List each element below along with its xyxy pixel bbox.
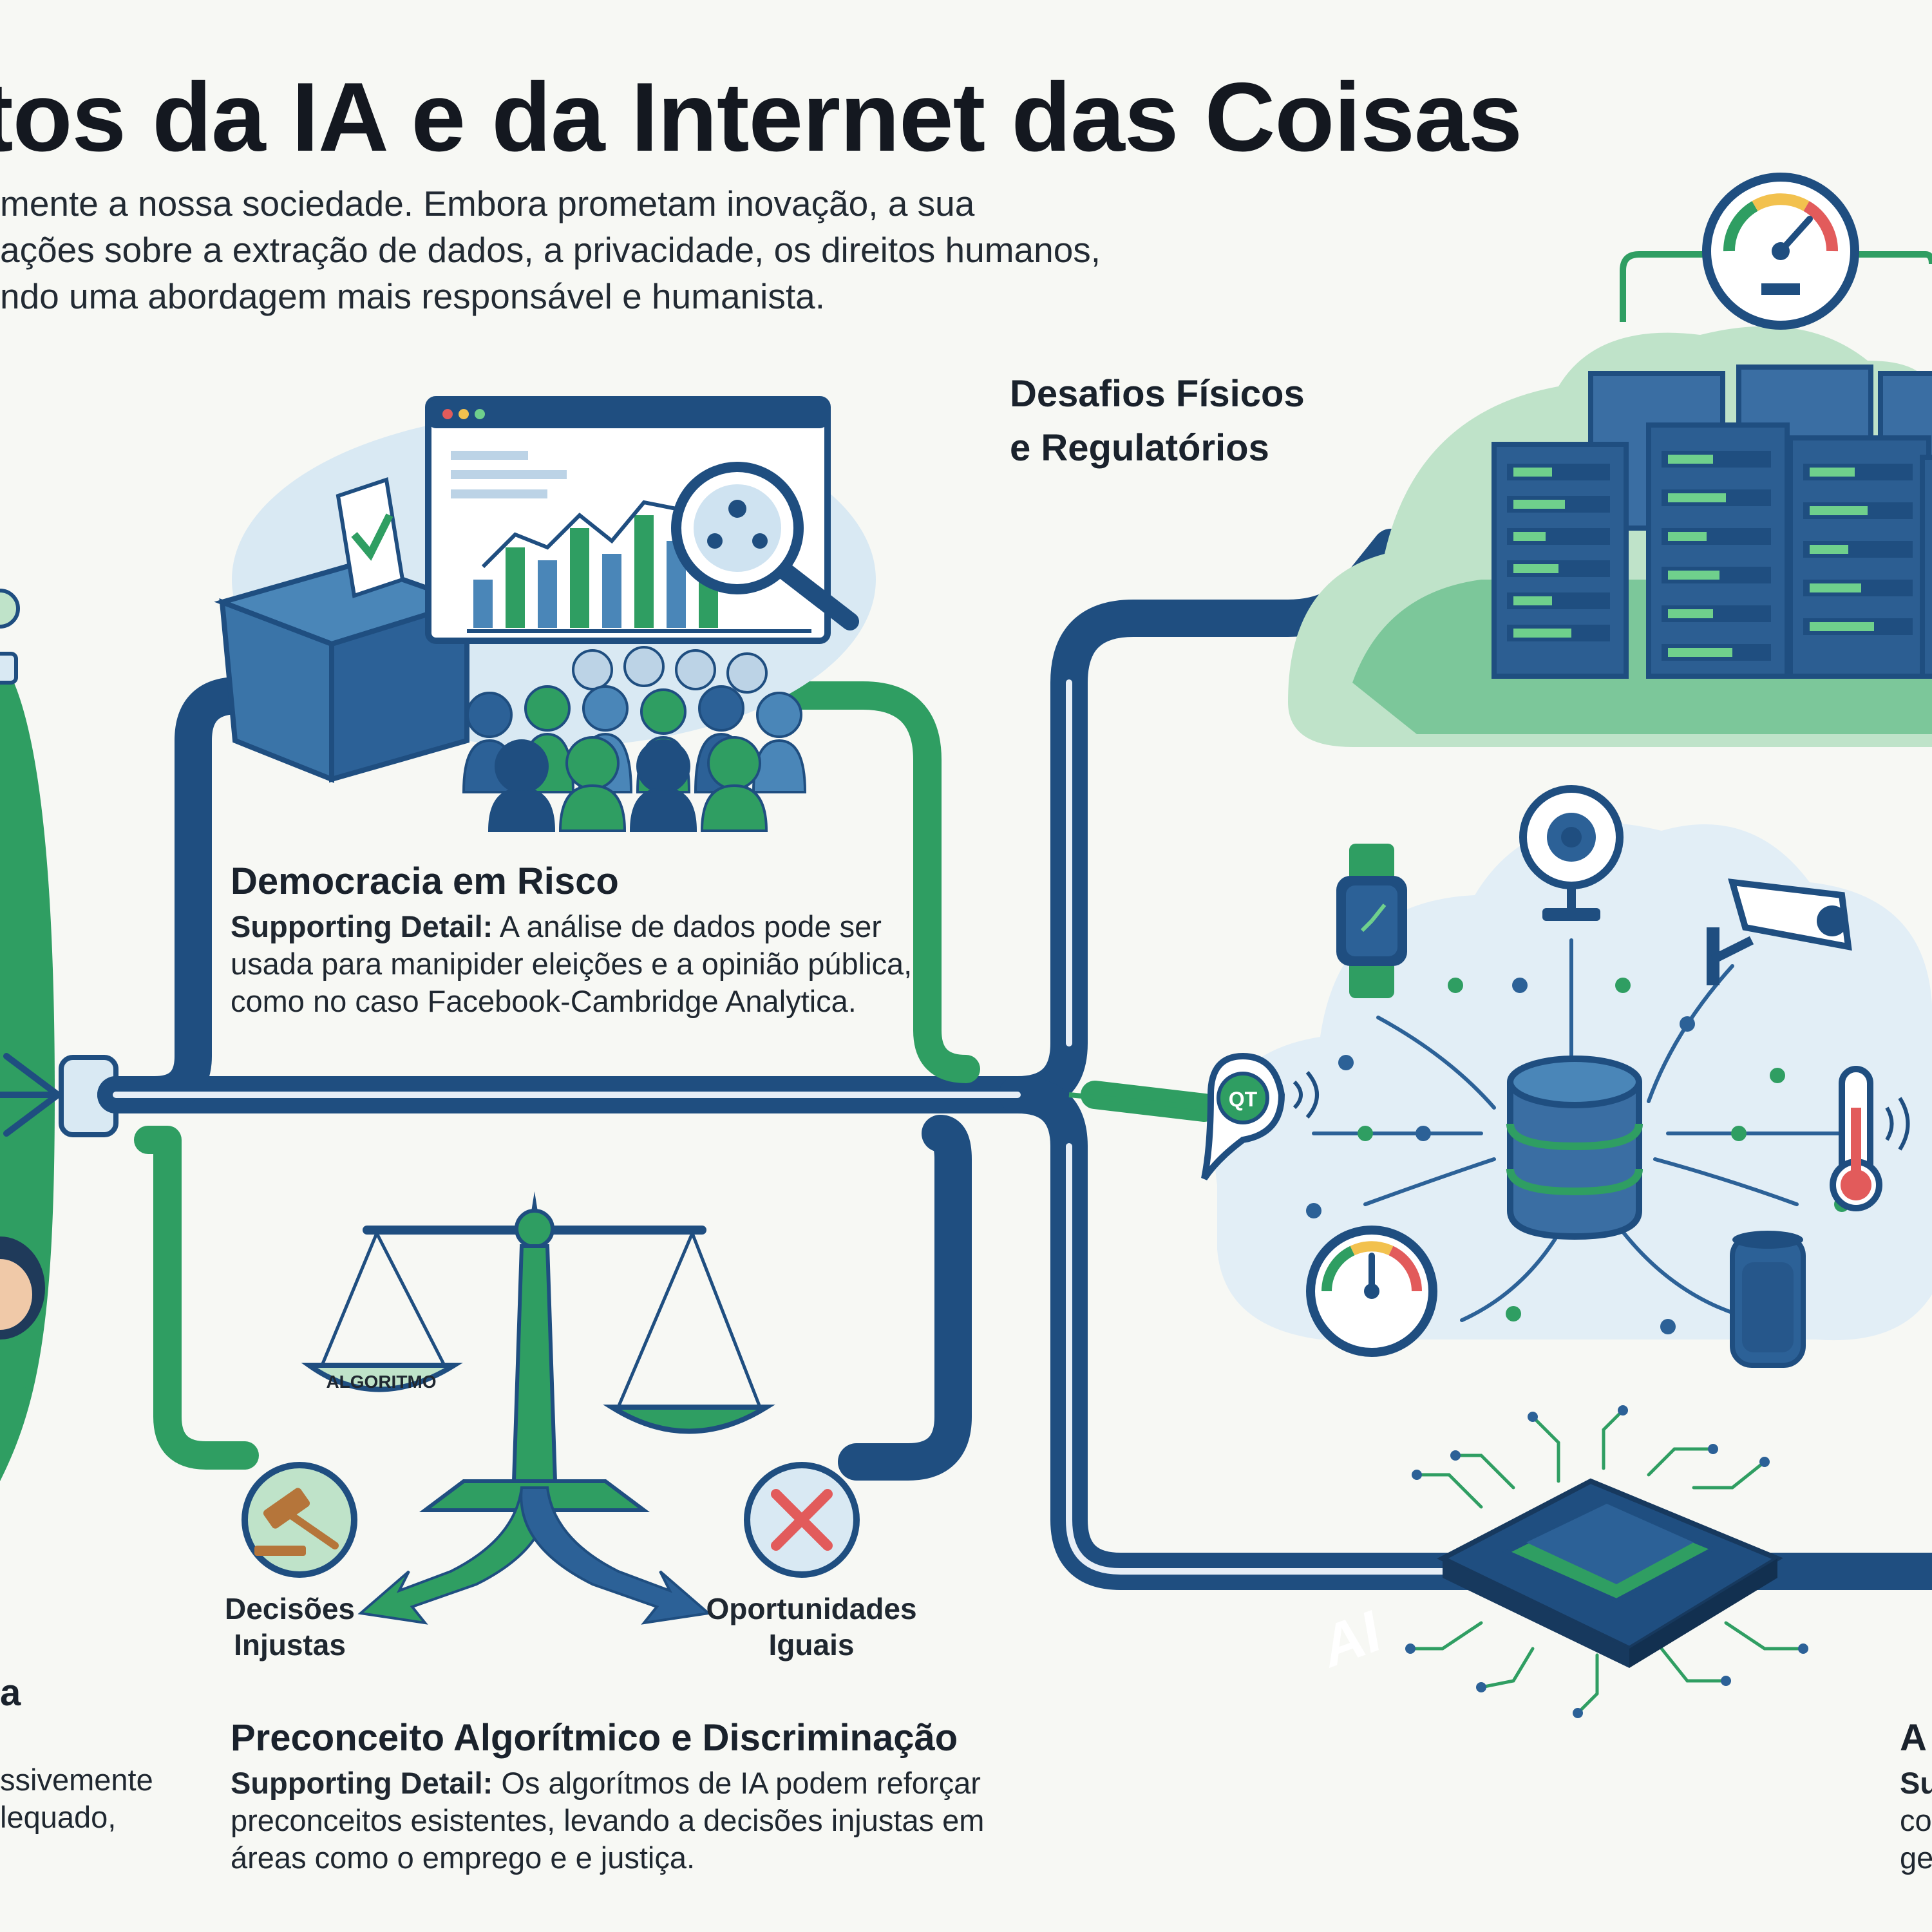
- bias-heading: Preconceito Algorítmico e Discriminação: [231, 1717, 958, 1759]
- right-partial-section: A Su co ge: [1900, 1716, 1932, 1877]
- right-outcome-label: Oportunidades Iguais: [683, 1591, 940, 1663]
- chip-label: AI: [1319, 1597, 1385, 1681]
- security-camera-icon: [1707, 878, 1852, 985]
- intro-paragraph: mente a nossa sociedade. Embora prometam…: [0, 180, 1159, 319]
- scale-label: ALGORITMO: [326, 1372, 436, 1392]
- detail-text: preconceitos esistentes, levando a decis…: [231, 1803, 985, 1837]
- democracy-detail: Supporting Detail: A análise de dados po…: [231, 908, 912, 1020]
- physical-heading-line: e Regulatórios: [1010, 427, 1269, 469]
- justice-scale-icon: ALGORITMO: [301, 1191, 775, 1512]
- page-title: tos da IA e da Internet das Coisas: [0, 62, 1522, 172]
- iot-cloud-vignette: QT: [1201, 785, 1932, 1368]
- ai-chip-icon: AI: [1319, 1405, 1808, 1718]
- intro-line: ndo uma abordagem mais responsável e hum…: [0, 276, 826, 316]
- detail-text: co: [1900, 1803, 1932, 1837]
- detail-text: Os algorítmos de IA podem reforçar: [493, 1766, 981, 1800]
- physical-challenges-heading: Desafios Físicos e Regulatórios: [1010, 367, 1305, 475]
- outcome-line: Decisões: [224, 1592, 355, 1625]
- iot-sensor-icon: QT: [1201, 1052, 1319, 1180]
- hub-arrows-icon: [0, 1053, 64, 1137]
- right-partial-heading: A: [1900, 1717, 1927, 1759]
- crowd-icon: [462, 646, 807, 832]
- gavel-icon: [242, 1462, 357, 1578]
- left-cap-icon: [0, 652, 18, 685]
- detail-text: ge: [1900, 1841, 1932, 1875]
- outcome-line: Injustas: [234, 1628, 346, 1662]
- detail-text: lequado,: [0, 1800, 117, 1834]
- person-avatar-icon: [0, 1236, 45, 1388]
- detail-text: Su: [1900, 1766, 1932, 1800]
- smartwatch-icon: [1336, 844, 1407, 998]
- outcome-line: Iguais: [768, 1628, 855, 1662]
- smart-speaker-icon: [1730, 1231, 1806, 1368]
- bias-section: Preconceito Algorítmico e Discriminação …: [231, 1716, 984, 1877]
- intro-line: ações sobre a extração de dados, a priva…: [0, 230, 1101, 270]
- detail-text: A análise de dados pode ser: [493, 909, 882, 943]
- server-lights: [1507, 451, 1913, 661]
- detail-label: Supporting Detail:: [231, 909, 493, 943]
- network-pipes-navy-inner: [113, 679, 1484, 1575]
- left-partial-section: a: [0, 1671, 21, 1714]
- magnifier-icon: [671, 462, 859, 630]
- intro-line: mente a nossa sociedade. Embora prometam…: [0, 184, 975, 223]
- ballot-box-icon: [214, 477, 475, 783]
- webcam-icon: [1519, 785, 1624, 921]
- left-partial-heading: a: [0, 1672, 21, 1714]
- democracy-vignette: [214, 396, 876, 832]
- sensor-label: QT: [1229, 1088, 1258, 1111]
- outcome-line: Oportunidades: [706, 1592, 917, 1625]
- left-partial-detail: ssivemente lequado,: [0, 1761, 153, 1836]
- detail-text: ssivemente: [0, 1763, 153, 1797]
- pipe-to-sensor: [1068, 1092, 1205, 1110]
- bias-detail: Supporting Detail: Os algorítmos de IA p…: [231, 1765, 984, 1877]
- democracy-section: Democracia em Risco Supporting Detail: A…: [231, 860, 912, 1020]
- detail-text: áreas como o emprego e e justiça.: [231, 1841, 696, 1875]
- physical-heading-line: Desafios Físicos: [1010, 373, 1305, 415]
- detail-text: como no caso Facebook-Cambridge Analytic…: [231, 984, 857, 1018]
- data-center-vignette: [1288, 173, 1932, 748]
- left-top-node-icon: [0, 589, 20, 629]
- detail-text: usada para manipider eleições e a opiniã…: [231, 947, 913, 981]
- database-icon: [1506, 1056, 1643, 1240]
- x-mark-icon: [744, 1462, 860, 1578]
- right-outcome-arrow: [520, 1486, 712, 1625]
- thermometer-icon: [1830, 1066, 1910, 1211]
- meter-gauge-icon: [1306, 1226, 1437, 1357]
- democracy-heading: Democracia em Risco: [231, 860, 619, 902]
- performance-gauge-icon: [1620, 173, 1932, 330]
- detail-label: Supporting Detail:: [231, 1766, 493, 1800]
- left-outcome-label: Decisões Injustas: [193, 1591, 386, 1663]
